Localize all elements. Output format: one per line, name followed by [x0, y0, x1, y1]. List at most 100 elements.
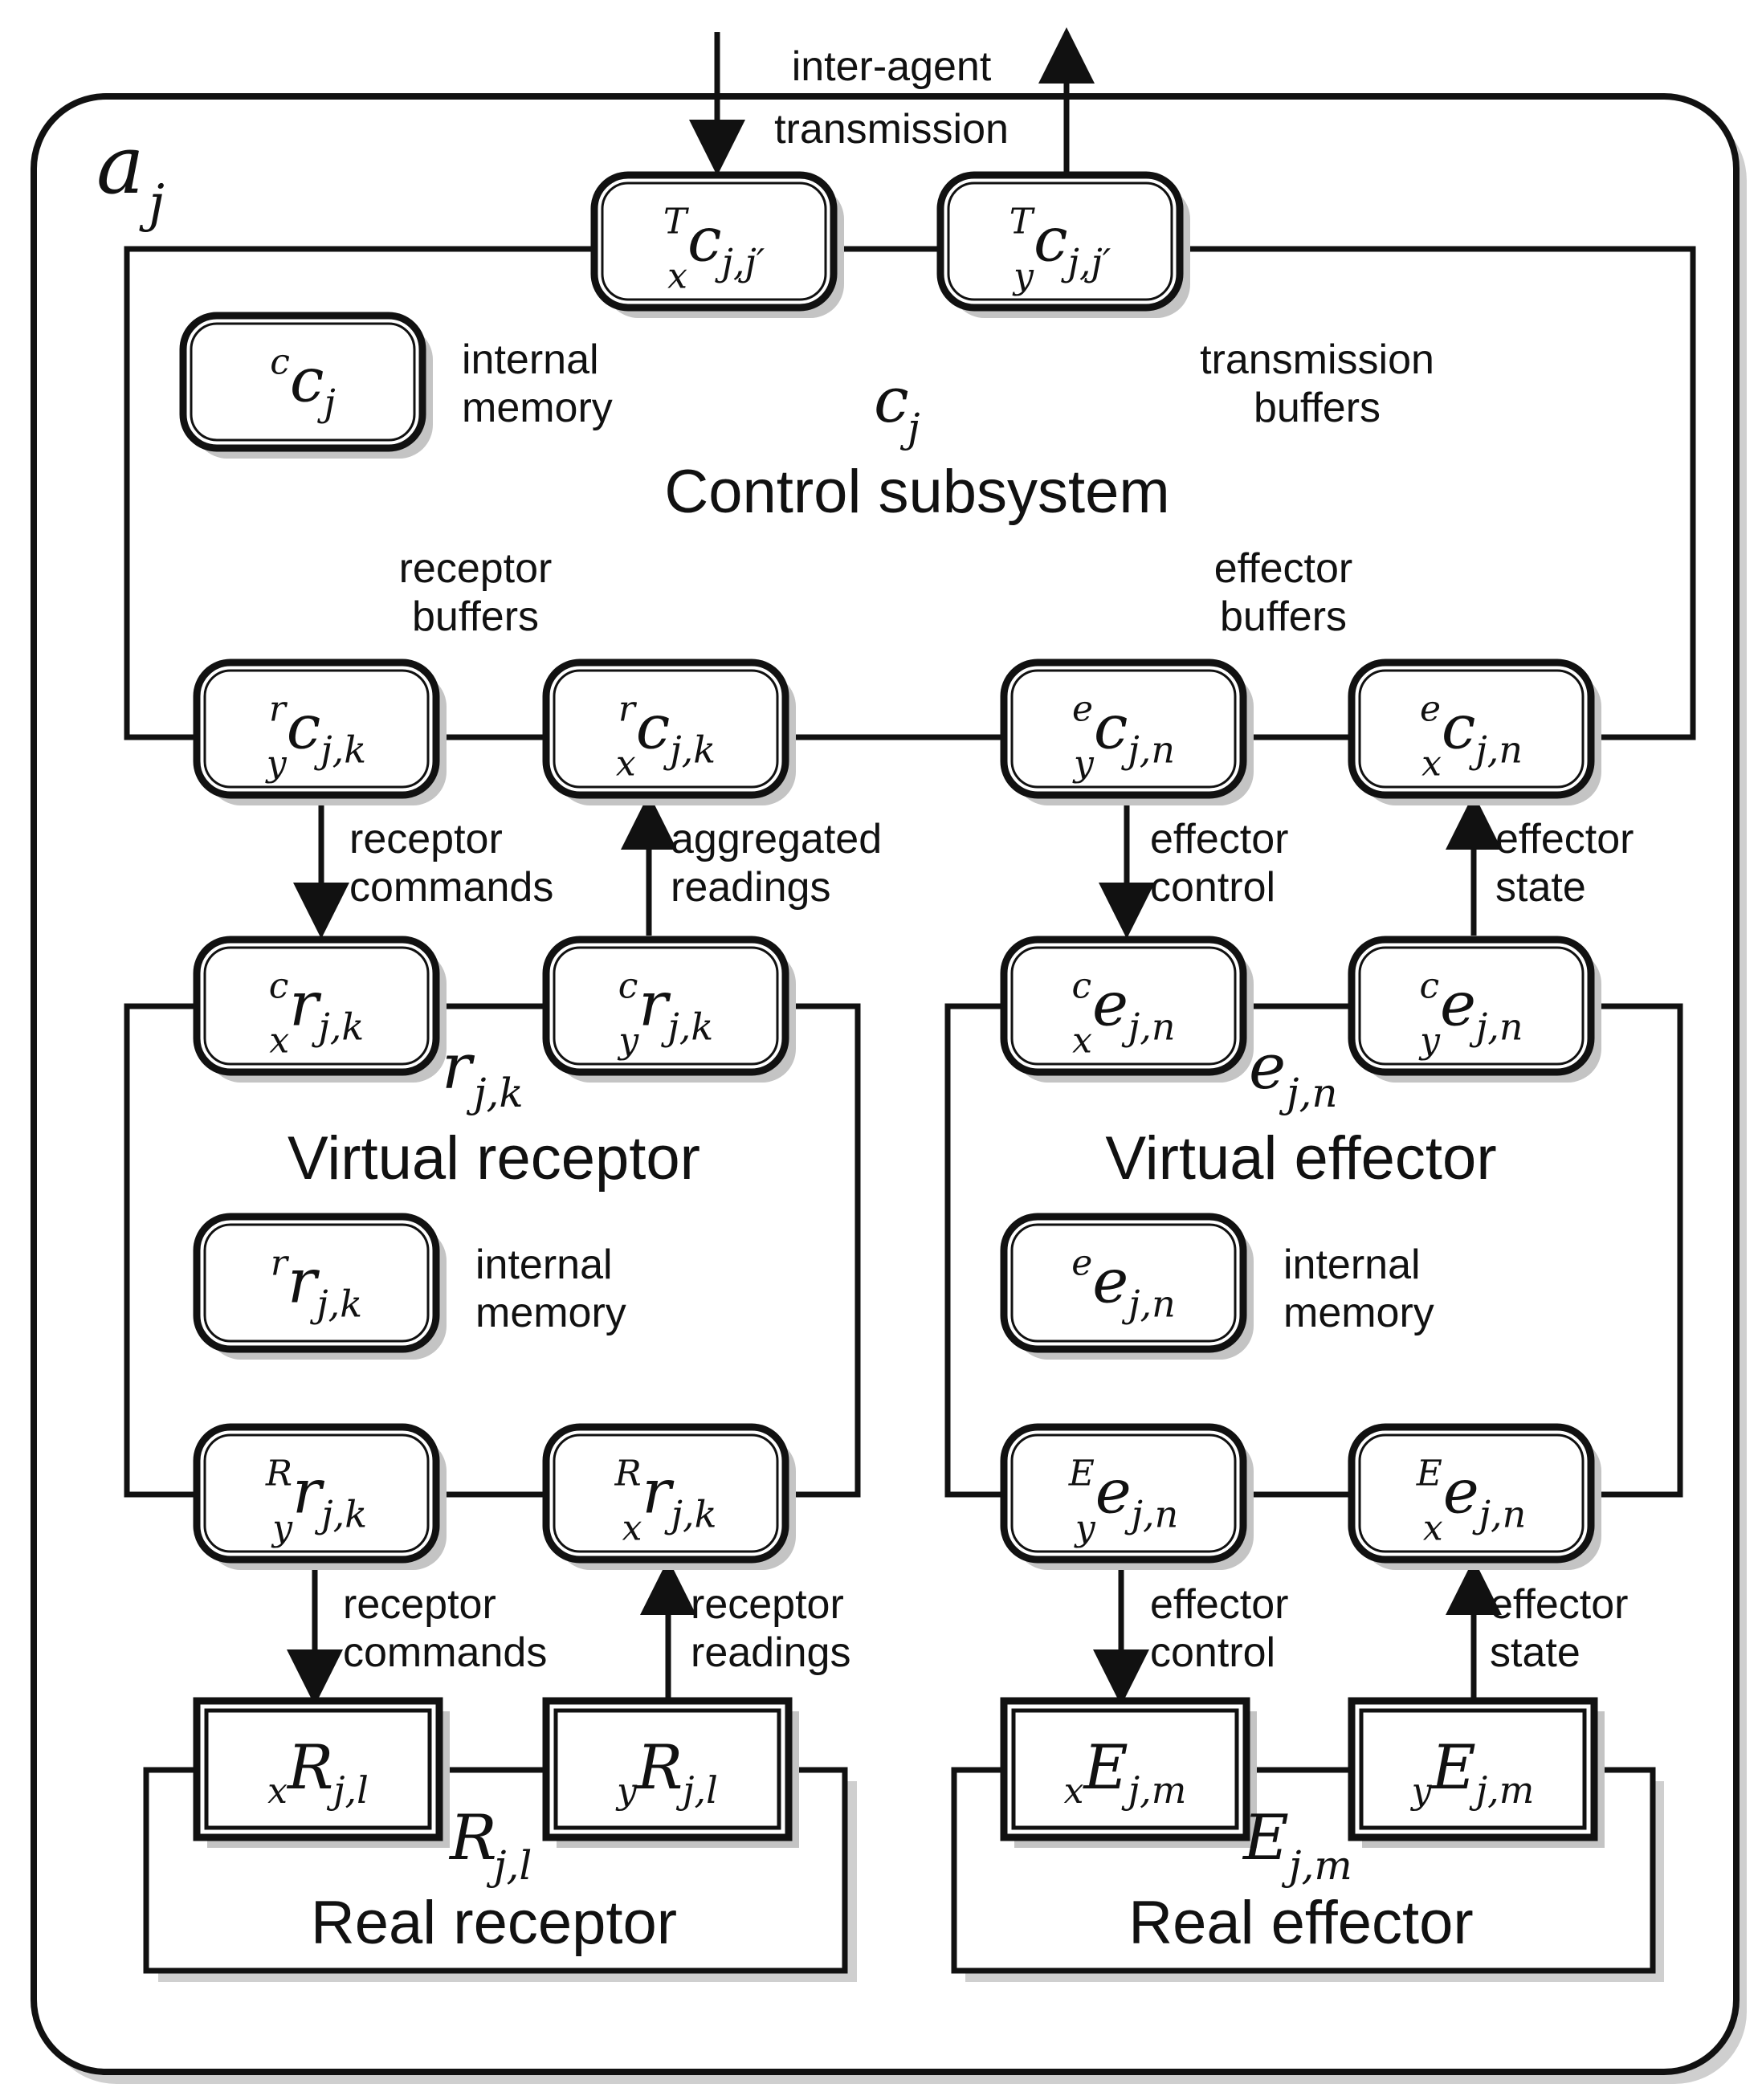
real-receptor-title: Real receptor [311, 1889, 677, 1957]
svg-text:receptor: receptor [349, 816, 503, 862]
svg-text:E: E [1242, 1802, 1289, 1874]
svg-text:control: control [1150, 864, 1275, 911]
virtual-effector-title: Virtual effector [1105, 1124, 1496, 1193]
svg-text:aggregated: aggregated [671, 816, 882, 862]
svg-text:buffers: buffers [1220, 593, 1347, 640]
real-receptor-buffer-y: yRj,l [542, 1697, 799, 1848]
svg-text:xEj,m: xEj,m [1064, 1731, 1187, 1812]
svg-text:memory: memory [462, 385, 613, 431]
transmission-buffers-label: transmission buffers [1200, 336, 1434, 431]
svg-text:commands: commands [343, 1629, 547, 1676]
effector-control-label: effector control [1150, 816, 1288, 911]
real-receptor-buffer-x: xRj,l [193, 1697, 450, 1848]
virtual-receptor-memory: rrj,k [193, 1213, 447, 1360]
real-effector-buffer-y: yEj,m [1348, 1697, 1605, 1848]
svg-text:commands: commands [349, 864, 553, 911]
svg-text:internal: internal [1283, 1242, 1421, 1288]
receptor-readings-label: receptor readings [691, 1581, 850, 1676]
real-receptor-symbol: R j,l [448, 1802, 532, 1889]
svg-text:xRj,l: xRj,l [267, 1731, 369, 1812]
real-receptor-commands-label: receptor commands [343, 1581, 547, 1676]
svg-text:receptor: receptor [691, 1581, 844, 1628]
real-effector-title: Real effector [1128, 1889, 1474, 1957]
agent-frame [31, 93, 1747, 2084]
svg-text:readings: readings [691, 1629, 850, 1676]
real-effector-control-label: effector control [1150, 1581, 1288, 1676]
svg-text:j,m: j,m [1281, 1842, 1352, 1889]
virtual-receptor-frame [124, 1003, 861, 1498]
svg-text:receptor: receptor [343, 1581, 496, 1628]
svg-text:effector: effector [1150, 816, 1288, 862]
virtual-receptor-title: Virtual receptor [288, 1124, 700, 1193]
virtual-receptor-symbol: r j,k [442, 1031, 524, 1116]
virtual-effector-frame [944, 1003, 1683, 1498]
control-subsystem-title: Control subsystem [664, 458, 1169, 526]
effector-buffers-label: effector buffers [1214, 545, 1352, 640]
svg-text:state: state [1490, 1629, 1580, 1676]
control-subsystem-symbol: c j [874, 365, 920, 451]
svg-text:internal: internal [475, 1242, 613, 1288]
svg-text:memory: memory [1283, 1290, 1434, 1336]
control-internal-memory: ccj [179, 312, 433, 459]
svg-text:r: r [442, 1031, 475, 1103]
real-effector-symbol: E j,m [1242, 1802, 1352, 1889]
control-subsystem-frame [124, 246, 1696, 740]
svg-text:buffers: buffers [412, 593, 539, 640]
svg-text:c: c [874, 365, 909, 437]
svg-text:inter-agent: inter-agent [792, 43, 992, 90]
svg-text:control: control [1150, 1629, 1275, 1676]
svg-text:receptor: receptor [399, 545, 553, 592]
svg-text:ccj: ccj [270, 342, 336, 425]
virtual-receptor-memory-label: internal memory [475, 1242, 626, 1336]
aggregated-readings-label: aggregated readings [671, 816, 882, 911]
svg-text:internal: internal [462, 336, 599, 383]
control-memory-label: internal memory [462, 336, 613, 431]
svg-text:a: a [96, 118, 145, 212]
svg-text:transmission: transmission [1200, 336, 1434, 383]
svg-text:effector: effector [1214, 545, 1352, 592]
virtual-effector-symbol: e j,n [1249, 1031, 1338, 1116]
virtual-effector-memory-label: internal memory [1283, 1242, 1434, 1336]
svg-text:state: state [1495, 864, 1586, 911]
svg-text:j,n: j,n [1279, 1070, 1338, 1116]
real-effector-state-label: effector state [1490, 1581, 1628, 1676]
svg-text:effector: effector [1495, 816, 1634, 862]
svg-text:j,k: j,k [466, 1070, 524, 1116]
svg-text:readings: readings [671, 864, 830, 911]
svg-text:yRj,l: yRj,l [615, 1731, 718, 1812]
effector-state-label: effector state [1495, 816, 1634, 911]
svg-text:effector: effector [1490, 1581, 1628, 1628]
svg-text:rrj,k: rrj,k [271, 1243, 362, 1326]
svg-text:transmission: transmission [774, 106, 1009, 153]
receptor-buffers-label: receptor buffers [399, 545, 553, 640]
receptor-commands-label: receptor commands [349, 816, 553, 911]
svg-text:eej,n: eej,n [1071, 1243, 1176, 1326]
svg-text:yEj,m: yEj,m [1410, 1731, 1535, 1812]
svg-text:R: R [448, 1802, 497, 1874]
svg-text:memory: memory [475, 1290, 626, 1336]
